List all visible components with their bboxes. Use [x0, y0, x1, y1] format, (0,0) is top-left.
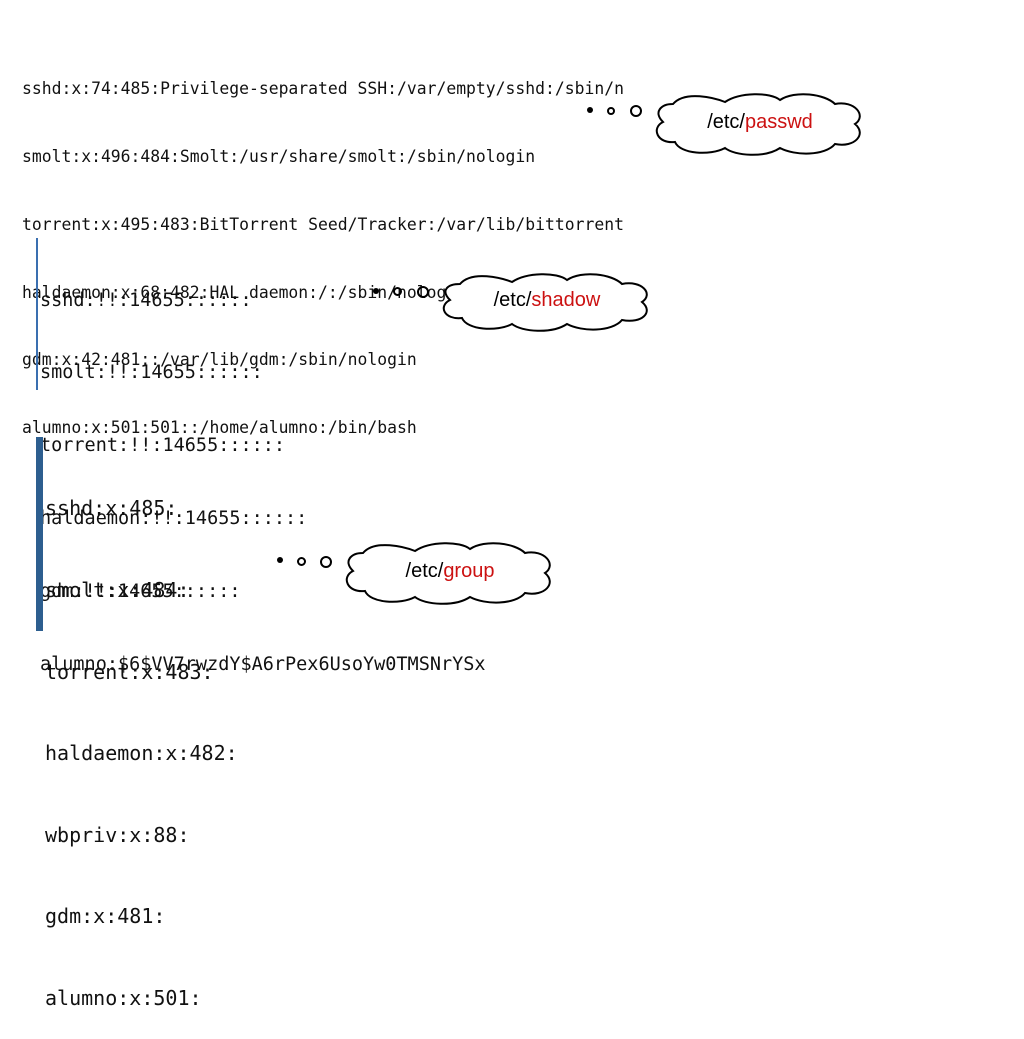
- group-line: torrent:x:483:: [45, 659, 214, 684]
- shadow-cloud-callout: /etc/shadow: [442, 272, 652, 332]
- passwd-line: alumno:x:501:501::/home/alumno:/bin/bash: [22, 418, 417, 438]
- cloud-shape-icon: [442, 273, 648, 332]
- callout-filename: shadow: [531, 289, 601, 311]
- callout-prefix: /etc/: [707, 111, 745, 133]
- group-line: alumno:x:501:: [45, 986, 202, 1011]
- passwd-file-content: sshd:x:74:485:Privilege-separated SSH:/v…: [22, 33, 624, 462]
- shadow-file-content: sshd:!!:14655:::::: smolt:!!:14655::::::…: [40, 240, 486, 702]
- callout-prefix: /etc/: [405, 560, 444, 582]
- thought-dot-icon: [587, 107, 593, 113]
- group-line: sshd:x:485:: [45, 496, 178, 521]
- shadow-crop-edge: [36, 390, 516, 396]
- callout-filename: passwd: [744, 111, 813, 133]
- thought-dot-icon: [417, 286, 429, 298]
- passwd-line: sshd:x:74:485:Privilege-separated SSH:/v…: [22, 79, 624, 99]
- shadow-line: smolt:!!:14655::::::: [40, 362, 263, 384]
- thought-dot-icon: [607, 107, 615, 115]
- callout-prefix: /etc/: [493, 289, 532, 311]
- passwd-line: haldaemon:x:68:482:HAL daemon:/:/sbin/no…: [22, 282, 467, 302]
- cloud-shape-icon: [655, 93, 861, 156]
- shadow-line: gdm:!!:14655::::::: [40, 581, 241, 603]
- thought-dot-icon: [277, 557, 283, 563]
- group-cloud-callout: /etc/group: [345, 541, 555, 605]
- group-file-content: sshd:x:485: smolt:x:484: torrent:x:483: …: [45, 441, 238, 1039]
- thought-dot-icon: [373, 288, 379, 294]
- callout-filename: group: [443, 560, 495, 582]
- passwd-line: torrent:x:495:483:BitTorrent Seed/Tracke…: [22, 214, 624, 234]
- thought-dot-icon: [630, 105, 642, 117]
- shadow-line: torrent:!!:14655::::::: [40, 435, 286, 457]
- group-line: wbpriv:x:88:: [45, 822, 190, 847]
- passwd-callout-label: /etc/passwd: [655, 111, 865, 134]
- shadow-line: sshd:!!:14655::::::: [40, 289, 252, 311]
- thought-dot-icon: [320, 556, 332, 568]
- passwd-cloud-callout: /etc/passwd: [655, 92, 865, 156]
- passwd-line: gdm:x:42:481::/var/lib/gdm:/sbin/nologin: [22, 350, 417, 370]
- passwd-line: smolt:x:496:484:Smolt:/usr/share/smolt:/…: [22, 146, 536, 166]
- group-line: haldaemon:x:482:: [45, 741, 238, 766]
- shadow-line: haldaemon:!!:14655::::::: [40, 508, 308, 530]
- shadow-border-bar: [36, 238, 38, 390]
- thought-dot-icon: [393, 287, 402, 296]
- group-line: smolt:x:484:: [45, 578, 190, 603]
- shadow-line: alumno:$6$VV7rwzdY$A6rPex6UsoYw0TMSNrYSx: [40, 654, 486, 676]
- cloud-shape-icon: [345, 542, 551, 605]
- thought-dot-icon: [297, 557, 306, 566]
- shadow-callout-label: /etc/shadow: [442, 289, 652, 312]
- group-border-bar: [36, 437, 43, 631]
- group-line: gdm:x:481:: [45, 904, 166, 929]
- group-callout-label: /etc/group: [345, 560, 555, 583]
